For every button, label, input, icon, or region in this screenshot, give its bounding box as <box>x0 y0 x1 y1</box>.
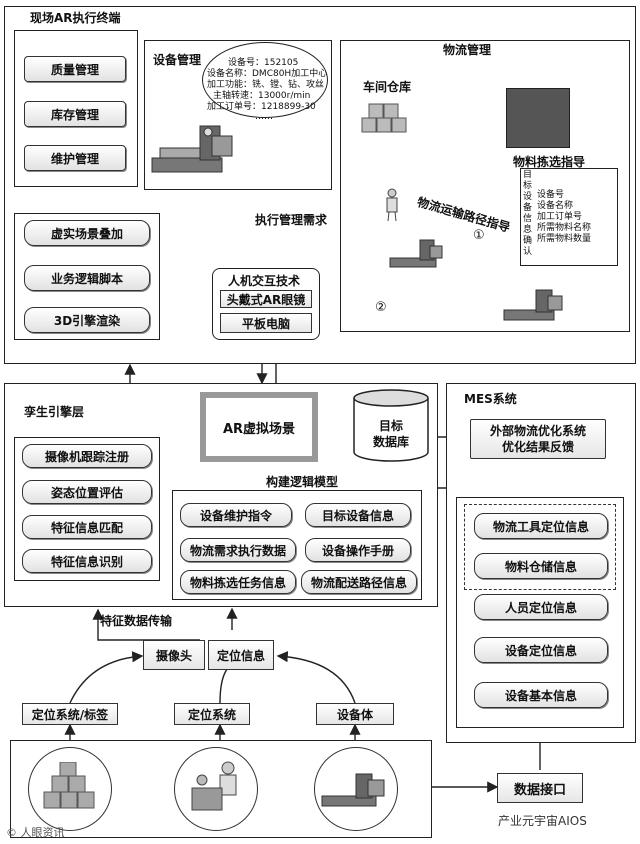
mes-personnel-location: 人员定位信息 <box>474 594 608 620</box>
device-mgmt-title: 设备管理 <box>153 53 202 67</box>
mes-title: MES系统 <box>464 392 517 406</box>
device-info-line: 设备号：152105 <box>228 58 299 68</box>
hci-title: 人机交互技术 <box>228 274 301 288</box>
logic-model-title: 构建逻辑模型 <box>266 475 339 489</box>
device-info-bubble <box>202 42 328 118</box>
render-3d-engine: 3D引擎渲染 <box>24 307 150 333</box>
logic-picking-task: 物料拣选任务信息 <box>180 570 296 594</box>
machine-tool-icon <box>389 239 443 268</box>
device-info-line: 加工订单号：1218899-30 <box>207 102 316 112</box>
source-positioning-system: 定位系统 <box>174 703 250 725</box>
mes-feedback-box: 外部物流优化系统优化结果反馈 <box>470 419 606 459</box>
tracking-feature-match: 特征信息匹配 <box>22 515 152 539</box>
hci-ar-glasses: 头戴式AR眼镜 <box>220 290 312 308</box>
mes-device-location: 设备定位信息 <box>474 637 608 663</box>
logic-logistics-exec-data: 物流需求执行数据 <box>180 538 296 562</box>
machine-tool-icon <box>151 125 233 173</box>
worker-station-icon <box>191 761 237 811</box>
render-logic-script: 业务逻辑脚本 <box>24 265 150 291</box>
boxes-icon <box>43 762 95 809</box>
picking-label: 物料拣选指导 <box>513 155 586 169</box>
device-info-line: 加工功能：铣、镗、钻、攻丝 <box>207 80 325 90</box>
tracking-feature-recog: 特征信息识别 <box>22 549 152 573</box>
watermark-left: © 人眼资讯 <box>6 826 65 839</box>
route-marker-2: ② <box>375 300 387 315</box>
menu-inventory[interactable]: 库存管理 <box>24 101 126 127</box>
logic-delivery-route: 物流配送路径信息 <box>301 570 417 594</box>
data-interface-box: 数据接口 <box>497 773 583 803</box>
tracking-camera-register: 摄像机跟踪注册 <box>22 444 152 468</box>
twin-engine-title: 孪生引擎层 <box>24 405 85 419</box>
mes-device-basic-info: 设备基本信息 <box>474 682 608 708</box>
mes-storage-info: 物料仓储信息 <box>474 553 608 579</box>
route-marker-1: ① <box>473 228 485 243</box>
exec-need-label: 执行管理需求 <box>255 213 328 227</box>
worker-icon <box>386 188 398 222</box>
camera-box: 摄像头 <box>143 640 205 670</box>
warehouse-boxes-icon <box>361 103 407 133</box>
target-db-icon <box>353 389 429 462</box>
source-positioning-tag: 定位系统/标签 <box>22 703 118 725</box>
target-db-label: 目标数据库 <box>372 419 409 449</box>
target-info-list: 设备号设备名称加工订单号所需物料名称所需物料数量 <box>537 190 592 244</box>
ar-terminal-title: 现场AR执行终端 <box>30 11 121 25</box>
machine-tool-icon <box>503 289 563 321</box>
watermark-right: 产业元宇宙AIOS <box>498 814 587 828</box>
hci-tablet: 平板电脑 <box>220 313 312 333</box>
machine-tool-icon <box>321 773 385 807</box>
logic-target-device-info: 目标设备信息 <box>305 503 411 527</box>
logistics-title: 物流管理 <box>443 43 492 57</box>
logic-operation-manual: 设备操作手册 <box>305 538 411 562</box>
tracking-pose-eval: 姿态位置评估 <box>22 480 152 504</box>
feature-transfer-label: 特征数据传输 <box>100 614 173 628</box>
source-device-body: 设备体 <box>316 703 394 725</box>
menu-quality[interactable]: 质量管理 <box>24 56 126 82</box>
device-info-line: 主轴转速：13000r/min <box>213 91 311 101</box>
device-info-line: …… <box>255 112 273 122</box>
picking-photo <box>506 88 570 148</box>
logic-maintenance-cmd: 设备维护指令 <box>180 503 292 527</box>
target-info-box <box>520 168 618 266</box>
mes-dashed-group <box>464 504 616 590</box>
mes-tool-location: 物流工具定位信息 <box>474 513 608 539</box>
ar-virtual-scene: AR虚拟场景 <box>200 392 318 462</box>
render-virtual-overlay: 虚实场景叠加 <box>24 220 150 246</box>
warehouse-label: 车间仓库 <box>363 80 412 94</box>
location-info-box: 定位信息 <box>208 640 274 670</box>
target-info-vertical: 目标设备信息确认 <box>523 170 533 257</box>
menu-maintenance[interactable]: 维护管理 <box>24 145 126 171</box>
device-info-line: 设备名称：DMC80H加工中心 <box>207 69 328 79</box>
